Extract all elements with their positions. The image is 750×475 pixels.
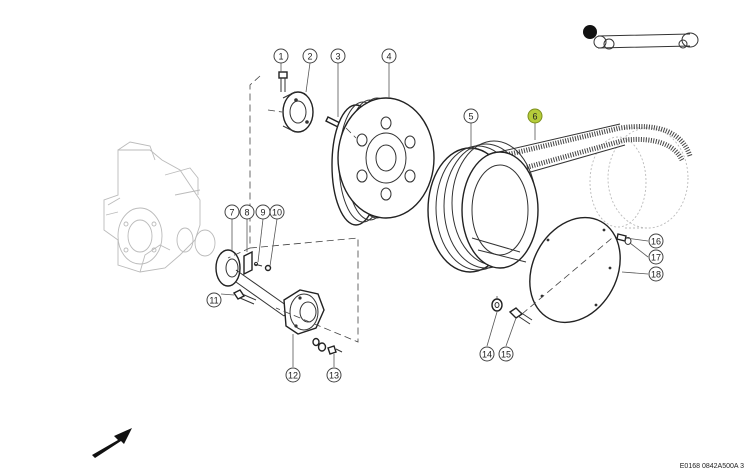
hub-part-7 — [215, 249, 291, 317]
flange-bearing-part-12 — [283, 289, 325, 335]
svg-text:3: 3 — [335, 52, 340, 62]
svg-text:5: 5 — [468, 112, 473, 122]
callout-5: 5 — [463, 108, 479, 124]
nut-part-10 — [264, 264, 272, 272]
callout-13: 13 — [326, 367, 342, 383]
callout-4: 4 — [381, 48, 397, 64]
drum-outline — [589, 127, 689, 229]
svg-text:10: 10 — [272, 208, 282, 218]
svg-text:13: 13 — [329, 371, 339, 381]
callout-10: 10 — [269, 204, 285, 220]
cover-plate-part-18 — [529, 216, 621, 324]
callout-18: 18 — [648, 266, 664, 282]
washer-part-14 — [491, 298, 503, 312]
callout-8: 8 — [239, 204, 255, 220]
svg-text:11: 11 — [209, 296, 218, 306]
svg-text:16: 16 — [651, 237, 661, 247]
callout-17: 17 — [648, 249, 664, 265]
svg-text:12: 12 — [288, 371, 298, 381]
bolt-set-part-13 — [312, 337, 343, 355]
pulley-part-4 — [331, 97, 435, 226]
washer-part-17 — [624, 237, 632, 245]
callout-6-highlighted: 6 — [527, 108, 543, 124]
plate-part-8 — [243, 250, 253, 276]
callout-7: 7 — [224, 204, 240, 220]
svg-text:4: 4 — [386, 52, 391, 62]
callout-3: 3 — [330, 48, 346, 64]
assembly-axis-lines — [227, 75, 613, 343]
machine-position-icon — [583, 25, 699, 50]
bolt-part-15 — [508, 307, 533, 325]
bearing-flange-part-2 — [282, 91, 314, 133]
bolt-part-11 — [232, 289, 257, 305]
callout-9: 9 — [255, 204, 271, 220]
callout-1: 1 — [273, 48, 289, 64]
callout-2: 2 — [302, 48, 318, 64]
svg-text:2: 2 — [307, 52, 312, 62]
engine-housing-outline — [103, 141, 216, 273]
callout-12: 12 — [285, 367, 301, 383]
callout-16: 16 — [648, 233, 664, 249]
callout-14: 14 — [479, 346, 495, 362]
leader-lines — [220, 62, 649, 367]
svg-text:9: 9 — [260, 208, 265, 218]
svg-text:17: 17 — [651, 253, 661, 263]
svg-text:8: 8 — [244, 208, 249, 218]
pulley-part-5 — [427, 140, 539, 273]
direction-arrow-icon — [92, 428, 132, 458]
svg-text:15: 15 — [501, 350, 511, 360]
screw-part-9 — [253, 261, 263, 267]
svg-text:18: 18 — [651, 270, 661, 280]
svg-text:14: 14 — [482, 350, 492, 360]
callout-11: 11 — [206, 292, 222, 308]
svg-text:7: 7 — [229, 208, 234, 218]
drawing-reference-code: E0168 0842A500A 3 — [680, 463, 744, 470]
bolt-part-1 — [278, 71, 288, 92]
callout-15: 15 — [498, 346, 514, 362]
svg-text:1: 1 — [278, 52, 283, 62]
svg-text:6: 6 — [532, 112, 537, 122]
